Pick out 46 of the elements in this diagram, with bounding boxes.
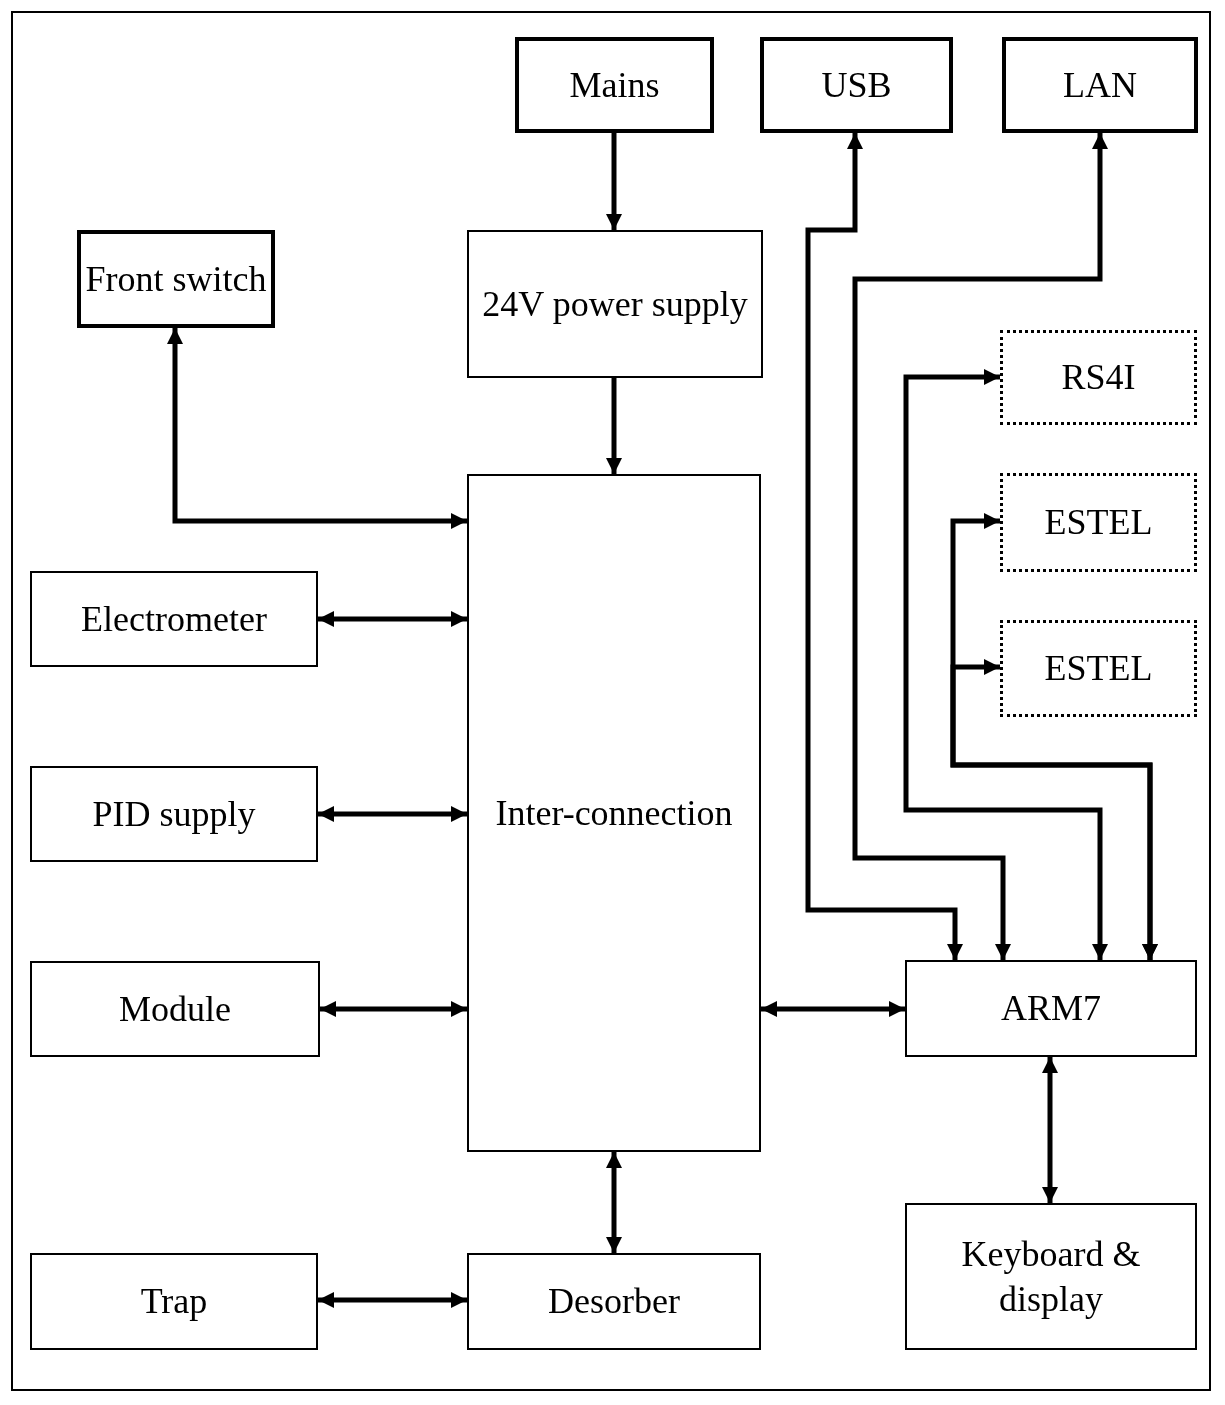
block-box bbox=[467, 230, 763, 378]
arrow bbox=[606, 133, 622, 230]
block-box bbox=[30, 766, 318, 862]
block-label: Mains bbox=[569, 63, 660, 107]
block-box bbox=[1000, 620, 1197, 717]
arrow bbox=[318, 1292, 467, 1308]
block-label: Keyboard & display bbox=[960, 1232, 1142, 1321]
arrow bbox=[903, 369, 1108, 960]
block-box bbox=[760, 37, 953, 133]
block-label: Inter-connection bbox=[495, 791, 733, 835]
arrow bbox=[606, 1152, 622, 1253]
block-label: 24V power supply bbox=[482, 282, 748, 326]
block-label: ESTEL bbox=[1044, 501, 1153, 544]
block-box bbox=[467, 1253, 761, 1350]
block-box bbox=[30, 961, 320, 1057]
block-box bbox=[515, 37, 714, 133]
arrow bbox=[1042, 1057, 1058, 1203]
block-label: USB bbox=[821, 63, 892, 107]
arrow bbox=[950, 659, 1158, 960]
block-label: Front switch bbox=[85, 257, 267, 301]
block-box bbox=[1002, 37, 1198, 133]
block-box bbox=[77, 230, 275, 328]
block-box bbox=[30, 571, 318, 667]
block-box bbox=[905, 1203, 1197, 1350]
block-label: ESTEL bbox=[1044, 647, 1153, 690]
arrow bbox=[318, 611, 467, 627]
arrow bbox=[805, 133, 963, 960]
block-box bbox=[467, 474, 761, 1152]
arrow bbox=[318, 806, 467, 822]
block-label: Module bbox=[119, 987, 231, 1031]
block-box bbox=[1000, 473, 1197, 572]
block-label: PID supply bbox=[92, 792, 256, 836]
block-box bbox=[30, 1253, 318, 1350]
arrow bbox=[852, 133, 1108, 960]
arrow bbox=[606, 378, 622, 474]
block-label: ARM7 bbox=[1001, 987, 1101, 1030]
arrow bbox=[320, 1001, 467, 1017]
block-label: LAN bbox=[1063, 63, 1137, 107]
arrow bbox=[761, 1001, 905, 1017]
block-label: RS4I bbox=[1061, 356, 1136, 399]
block-box bbox=[905, 960, 1197, 1057]
block-label: Desorber bbox=[548, 1280, 680, 1323]
block-label: Trap bbox=[140, 1280, 208, 1323]
arrow bbox=[167, 328, 467, 529]
block-box bbox=[1000, 330, 1197, 425]
block-label: Electrometer bbox=[81, 597, 267, 641]
